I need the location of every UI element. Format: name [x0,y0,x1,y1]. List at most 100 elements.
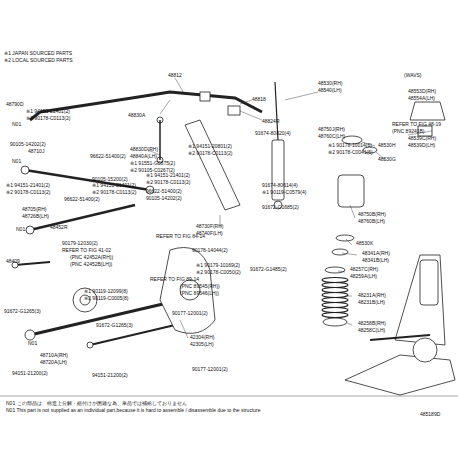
callout-number: ※2 LOCAL SOURCED PARTS [4,57,73,63]
callout-number: ※2 90178-C0113(2) [6,189,50,195]
callout-number: 96622-51400(2) [146,188,182,194]
callout-number: REFER TO FIG 48-19 [392,121,441,127]
callout-number: N01 [12,158,21,164]
callout-number: 90105-14202(2) [10,141,46,147]
callout-number: 48553D(RH) [408,88,436,94]
callout-number: 42305(LH) [190,341,214,347]
callout-number: 91672-G1265(3) [96,322,133,328]
callout-number: (PNC 89241B) [392,128,425,134]
callout-number: REFER TO FIG 84-14 [156,233,205,239]
callout-number: ※1 94151-20801(2) [188,143,232,149]
bushing-bracket [228,106,240,115]
callout-number: 48341A(RH) [362,250,390,256]
callout-number: 48812 [168,72,182,78]
callout-number: 48231B(LH) [358,299,385,305]
callout-number: 48530(RH) [318,80,342,86]
callout-number: ※2 90178-C0050(2) [196,269,241,275]
callout-number: 48530H [378,142,396,148]
callout-number: 90105-14202(2) [146,195,182,201]
callout-number: (PNC 42452A(RH)) [70,254,113,260]
callout-number: 48720A(LH) [40,359,67,365]
callout-number: 48726B(LH) [22,213,49,219]
callout-number: ※1 90119-12099(8) [84,288,128,294]
callout-number: ※2 90178-C0113(2) [26,115,70,121]
callout-number: 48830A [128,112,145,118]
callout-number: REFER TO FIG 41-02 [62,247,111,253]
callout-number: 48530K [356,240,373,246]
callout-number: 48259A(LH) [350,273,377,279]
wavs-cover [410,102,445,120]
callout-number: ※1 JAPAN SOURCED PARTS [4,50,72,56]
callout-number: 48258C(LH) [358,327,385,333]
callout-number: 91672-G1485(2) [250,266,287,272]
callout-number: ※2 90178-C0041(6) [328,149,373,155]
callout-number: 48840A(LH) [130,153,157,159]
callout-number: 48554A(LH) [408,95,435,101]
callout-number: 48710J [28,148,44,154]
callout-number: 94151-21200(2) [12,370,48,376]
callout-number: N01 [12,121,21,127]
callout-number: 91674-80614(4) [262,182,298,188]
callout-number: 48540(LH) [318,87,342,93]
callout-number: 48710A(RH) [40,352,68,358]
callout-number: REFER TO FIG 89-14 [150,276,199,282]
assembled-view [345,255,455,395]
callout-number: 48258B(RH) [358,320,386,326]
callout-number: 48750B(RH) [358,211,386,217]
callout-number: (PNC 42452B(LH)) [70,261,112,267]
callout-number: 48760B(LH) [358,218,385,224]
stabilizer-link [159,120,161,160]
callout-number: 485189D [420,411,440,417]
callout-number: N01 [16,226,25,232]
upper-arm [185,120,240,210]
callout-number: ※2 90178-C0113(2) [92,189,136,195]
callout-number: (WAVS) [404,72,422,78]
callout-number: 96622-51400(2) [90,153,126,159]
callout-number: 48341B(LH) [362,257,389,263]
callout-number: ※1 90178-10014(6) [328,142,372,148]
callout-number: N01 この部品は、構造上分解・組付けが困難な為、単品では補給しておりません [6,400,187,406]
callout-number: ※2 90119-C0005(8) [84,295,128,301]
callout-number: 48790D [6,101,24,107]
callout-number: 90177-12001(2) [192,366,228,372]
callout-number: 94151-21200(2) [92,372,128,378]
callout-number: 48539D(LH) [408,142,435,148]
callout-number: 90178-14044(2) [192,247,228,253]
callout-number: 48231A(RH) [358,292,386,298]
callout-number: 48539C(RH) [408,135,436,141]
callout-number: 48452R [50,224,68,230]
callout-number: ※1 91551-G0875(2) [130,160,175,166]
callout-number: ※1 94151-21401(2) [26,108,70,114]
callout-number: (PNC 89546(LH)) [180,290,219,296]
callout-number: 90179-12030(2) [62,240,98,246]
callout-number: 91672-G1265(3) [4,308,41,314]
callout-number: ※1 94151-21401(2) [6,182,50,188]
callout-number: 91674-80820(4) [255,130,291,136]
stabilizer-bushing [200,92,210,101]
callout-number: 96622-51400(2) [64,196,100,202]
callout-number: 48530G [378,156,396,162]
callout-number: ※1 94151-21401(2) [92,182,136,188]
callout-number: ※2 90178-C0113(2) [188,150,232,156]
callout-number: 48830D(RH) [130,146,158,152]
callout-number: ※2 90178-C0113(2) [146,179,190,185]
callout-number: 90177-12001(2) [172,310,208,316]
callout-number: N01 This part is not supplied as an indi… [6,407,261,413]
callout-number: 42304(RH) [190,334,214,340]
callout-number: 91672-G1685(2) [262,204,299,210]
callout-number: (PNC 89545(RH)) [180,283,220,289]
callout-number: 48409 [6,258,20,264]
callout-number: 48750J(RH) [318,126,345,132]
callout-number: N01 [28,340,37,346]
callout-number: ※1 94151-21401(2) [146,172,190,178]
callout-number: ※1 90119-C0579(4) [262,189,306,195]
callout-number: 48705(RH) [22,206,46,212]
callout-number: 48730F(RH) [196,223,224,229]
callout-number: ※1 90179-10169(2) [196,262,240,268]
callout-number: 48824R [262,118,280,124]
coil-spring [322,278,348,318]
callout-number: 48257C(RH) [350,266,378,272]
coil-mount [338,175,364,207]
callout-number: 48760C(LH) [318,133,345,139]
